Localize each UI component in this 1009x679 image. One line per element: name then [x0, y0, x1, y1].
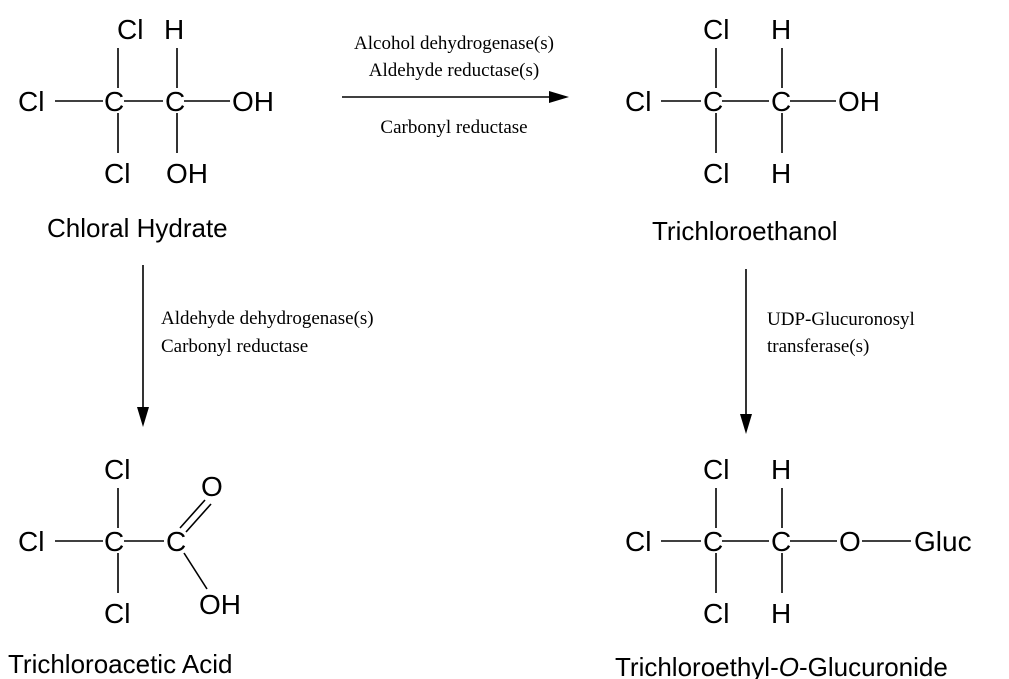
atom-h-bottom: H [771, 158, 791, 189]
glucuronide-structure: Cl H Cl C C O Gluc Cl H Trichloroethyl-O… [615, 454, 972, 679]
label-glucuronide: Trichloroethyl-O-Glucuronide [615, 652, 948, 679]
enzyme-left-2: Carbonyl reductase [161, 336, 308, 357]
atom-cl-bottom: Cl [703, 158, 729, 189]
label-trichloroethanol: Trichloroethanol [652, 216, 837, 246]
atom-o: O [839, 526, 861, 557]
atom-c1: C [104, 86, 124, 117]
bond-c2-o-double-b [185, 503, 212, 533]
enzymes-left: Aldehyde dehydrogenase(s) Carbonyl reduc… [161, 308, 374, 357]
atom-cl-bottom: Cl [703, 598, 729, 629]
trichloroethanol-structure: Cl H Cl C C OH Cl H Trichloroethanol [625, 14, 880, 246]
arrow-head-left [137, 407, 149, 427]
label-trichloroacetic-acid: Trichloroacetic Acid [8, 649, 232, 679]
atom-cl-top: Cl [703, 454, 729, 485]
atom-h-top: H [164, 14, 184, 45]
arrow-chloral-to-trichloroethanol [342, 91, 569, 103]
chloral-hydrate-structure: Cl H Cl C C OH Cl OH Chloral Hydrate [18, 14, 274, 243]
atom-c2: C [771, 526, 791, 557]
atom-c2: C [771, 86, 791, 117]
enzyme-left-1: Aldehyde dehydrogenase(s) [161, 308, 374, 329]
label-glucuronide-italic: O [779, 652, 799, 679]
enzymes-top: Alcohol dehydrogenase(s) Aldehyde reduct… [354, 33, 554, 138]
arrow-trichloroethanol-to-glucuronide [740, 269, 752, 434]
atom-gluc: Gluc [914, 526, 972, 557]
enzyme-right-1: UDP-Glucuronosyl [767, 309, 915, 330]
atom-c2: C [166, 526, 186, 557]
label-chloral-hydrate: Chloral Hydrate [47, 213, 228, 243]
enzyme-top-3: Carbonyl reductase [380, 117, 527, 138]
atom-cl-left: Cl [625, 86, 651, 117]
atom-cl-top: Cl [117, 14, 143, 45]
enzyme-top-1: Alcohol dehydrogenase(s) [354, 33, 554, 54]
atom-c1: C [703, 526, 723, 557]
atom-oh-bottom: OH [199, 589, 241, 620]
arrow-chloral-to-tca [137, 265, 149, 427]
arrow-head-right [740, 414, 752, 434]
label-glucuronide-suffix: -Glucuronide [799, 652, 948, 679]
atom-o-top: O [201, 471, 223, 502]
enzymes-right: UDP-Glucuronosyl transferase(s) [767, 309, 915, 357]
atom-cl-left: Cl [18, 86, 44, 117]
atom-c2: C [165, 86, 185, 117]
bond-c2-o-double-a [179, 499, 206, 529]
atom-oh-right: OH [232, 86, 274, 117]
atom-c1: C [703, 86, 723, 117]
atom-cl-left: Cl [18, 526, 44, 557]
enzyme-top-2: Aldehyde reductase(s) [369, 60, 539, 81]
atom-cl-left: Cl [625, 526, 651, 557]
atom-h-top: H [771, 14, 791, 45]
atom-cl-bottom: Cl [104, 158, 130, 189]
atom-cl-top: Cl [104, 454, 130, 485]
enzyme-right-2: transferase(s) [767, 336, 869, 357]
atom-cl-top: Cl [703, 14, 729, 45]
trichloroacetic-acid-structure: Cl O Cl C C Cl OH Trichloroacetic Acid [8, 454, 241, 679]
atom-oh-bottom: OH [166, 158, 208, 189]
atom-cl-bottom: Cl [104, 598, 130, 629]
atom-h-top: H [771, 454, 791, 485]
atom-c1: C [104, 526, 124, 557]
atom-oh-right: OH [838, 86, 880, 117]
label-glucuronide-prefix: Trichloroethyl- [615, 652, 779, 679]
arrow-head-top [549, 91, 569, 103]
atom-h-bottom: H [771, 598, 791, 629]
bond-c2-oh [183, 552, 208, 590]
